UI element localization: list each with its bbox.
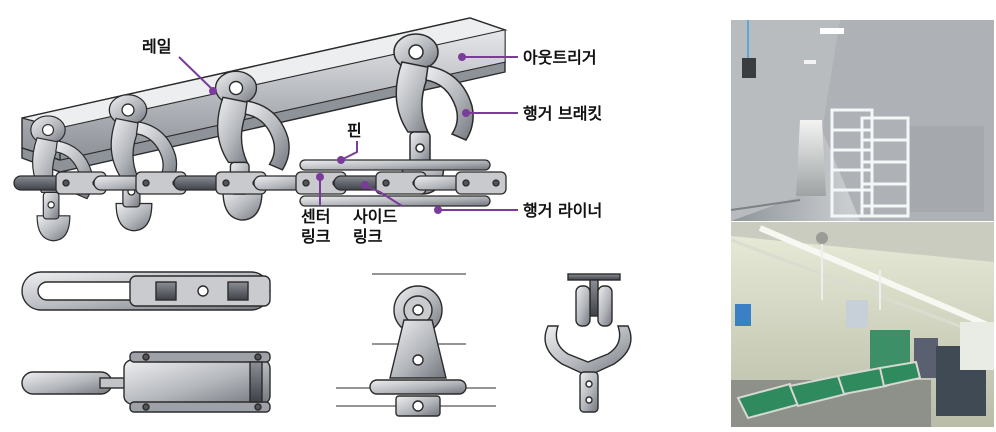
photo-bottom [730, 222, 994, 427]
trolley-front-view [336, 273, 496, 417]
leader-pin [340, 141, 358, 161]
hanger-bracket-front-view [544, 273, 632, 413]
leader-side-link [364, 185, 403, 207]
leader-rail [178, 56, 214, 91]
label-outrigger: 아웃트리거 [523, 48, 597, 67]
leader-lines [178, 53, 518, 214]
chain [13, 159, 507, 207]
label-center-link: 센터 링크 [301, 207, 331, 246]
center-link-view [21, 271, 271, 311]
label-hanger-bracket: 행거 브래킷 [523, 104, 603, 123]
center-link-side-view [21, 351, 271, 413]
label-hanger-liner: 행거 라이너 [523, 201, 603, 220]
photo-top [730, 20, 994, 221]
label-rail: 레일 [142, 37, 172, 56]
hanger-assembly-2 [108, 94, 178, 232]
label-side-link: 사이드 링크 [353, 207, 398, 246]
label-pin: 핀 [347, 121, 362, 140]
